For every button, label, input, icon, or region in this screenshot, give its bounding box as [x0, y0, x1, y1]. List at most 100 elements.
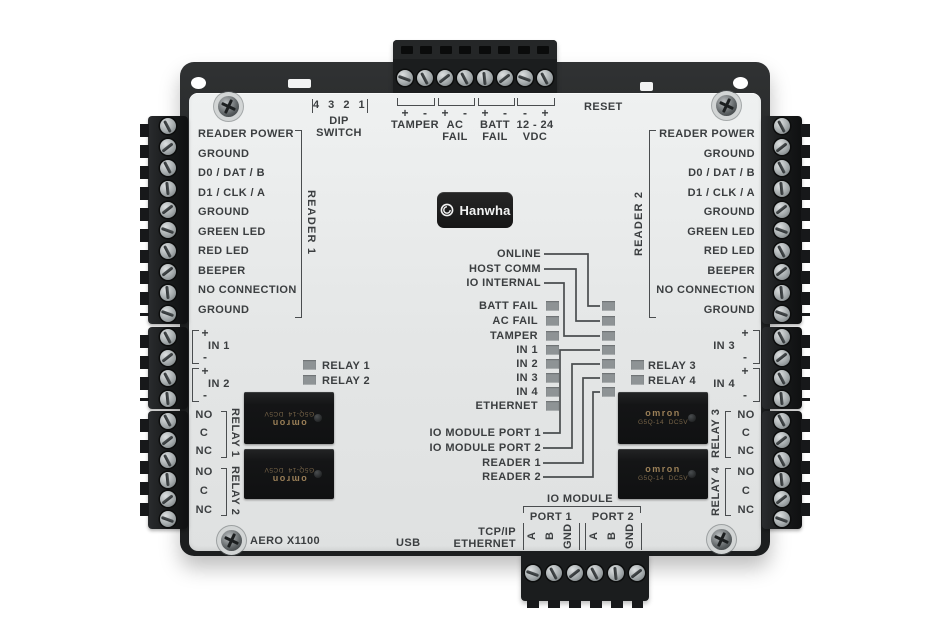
reader2-title: READER 2: [633, 190, 645, 256]
polarity-sign: +: [441, 106, 449, 120]
screw-icon: [774, 491, 790, 508]
relay4-led: [631, 375, 644, 385]
screw-icon: [774, 390, 790, 407]
screw-icon: [160, 118, 176, 135]
pin-label: NC: [195, 445, 213, 457]
relay-component: omron G5Q-14 DC5V: [244, 449, 334, 499]
relay3-led: [631, 360, 644, 370]
relay-chip-dot: [688, 470, 696, 478]
relay-chip-brand: omron: [271, 418, 307, 428]
screw-icon: [160, 432, 176, 449]
pin-label: C: [199, 485, 209, 497]
terminal-group-bracket: [397, 98, 435, 106]
pin-label: BEEPER: [707, 264, 755, 277]
pin-label: NO: [737, 409, 755, 421]
pin-label: D1 / CLK / A: [198, 186, 266, 199]
online-led: [602, 301, 615, 311]
relay3-pins: NO C NC: [732, 409, 760, 457]
screw-icon: [774, 222, 790, 239]
terminal-slot: [400, 45, 413, 54]
relay1-pins: NO C NC: [190, 409, 218, 457]
screw-icon: [607, 565, 624, 581]
dip-switch-slot: [288, 79, 311, 88]
relay2-led: [303, 375, 316, 385]
polarity-sign: +: [541, 106, 549, 120]
io-port1-pin-gnd: GND: [562, 523, 574, 549]
io-module-bracket: [523, 506, 641, 513]
polarity-sign: +: [741, 364, 749, 378]
screw-icon: [160, 412, 176, 429]
relay4-bracket: [725, 468, 731, 516]
screw-icon: [160, 159, 176, 176]
screw-icon: [537, 70, 553, 86]
pin-label: GROUND: [703, 206, 755, 219]
mount-hole-right: [733, 77, 748, 89]
relay1-title: RELAY 1: [229, 408, 241, 458]
tamper-led: [546, 331, 559, 341]
screw-icon: [160, 452, 176, 469]
host-comm-led: [602, 316, 615, 326]
screw-icon: [774, 243, 790, 260]
pin-label: GROUND: [198, 147, 250, 160]
reader2-led: [602, 387, 615, 397]
batt-fail-terminal-label2: FAIL: [482, 131, 508, 143]
reader2-terminal-strip: [762, 116, 810, 324]
in1-led: [546, 345, 559, 355]
relay2-bracket: [221, 468, 227, 516]
polarity-sign: -: [523, 106, 527, 120]
online-led-label: ONLINE: [497, 248, 541, 260]
polarity-sign: +: [481, 106, 489, 120]
relay2-pins: NO C NC: [190, 466, 218, 516]
in4-label: IN 4: [713, 378, 735, 390]
terminal-slot: [459, 45, 472, 54]
screw-icon: [774, 412, 790, 429]
pin-label: D0 / DAT / B: [688, 167, 755, 180]
reader1-led-label: READER 1: [482, 457, 541, 469]
screw-icon: [397, 70, 413, 86]
io-module-terminal-block: [521, 551, 649, 608]
in1-led-label: IN 1: [516, 344, 538, 356]
pin-label: BEEPER: [198, 264, 246, 277]
io-internal-led-label: IO INTERNAL: [466, 277, 541, 289]
screw-icon: [774, 329, 790, 346]
screw-icon: [545, 565, 562, 581]
terminal-teeth: [140, 419, 149, 521]
pin-label: GROUND: [703, 303, 755, 316]
screw-icon: [497, 70, 513, 86]
ac-fail-led: [546, 316, 559, 326]
pin-label: RED LED: [198, 245, 250, 258]
terminal-slot: [478, 45, 491, 54]
tamper-terminal-label: TAMPER: [390, 119, 440, 131]
in2-bracket: [192, 368, 199, 402]
screw-icon: [160, 263, 176, 280]
screw-icon: [774, 370, 790, 387]
io-module-port1-led-label: IO MODULE PORT 1: [429, 427, 541, 439]
screw-icon: [517, 70, 533, 86]
pin-label: C: [741, 427, 751, 439]
relay3-bracket: [725, 411, 731, 458]
relay1-bracket: [221, 411, 227, 458]
io-port2-pin-bracket: [585, 523, 642, 550]
pin-label: GROUND: [198, 303, 250, 316]
dip-label-line2: SWITCH: [316, 127, 362, 139]
corner-screw-icon: [221, 530, 242, 551]
dip-label-line1: DIP: [329, 115, 349, 127]
io-internal-led: [602, 331, 615, 341]
screw-icon: [774, 432, 790, 449]
pin-label: READER POWER: [198, 128, 294, 140]
in3-label: IN 3: [713, 340, 735, 352]
screw-icon: [628, 565, 645, 581]
in1-bracket: [192, 330, 199, 364]
screw-icon: [160, 370, 176, 387]
relay-chip-rating: DC5V: [668, 419, 689, 426]
screw-icon: [417, 70, 433, 86]
terminal-group-bracket: [478, 98, 515, 106]
relay-component: omron G5Q-14 DC5V: [618, 392, 708, 444]
hanwha-logo: Hanwha: [437, 192, 513, 228]
reader1-pin-labels: READER POWER GROUND D0 / DAT / B D1 / CL…: [198, 128, 308, 316]
io-module-port2-led: [602, 359, 615, 369]
screw-icon: [160, 201, 176, 218]
screw-icon: [477, 70, 493, 86]
screw-icon: [774, 139, 790, 156]
terminal-teeth: [140, 124, 149, 316]
